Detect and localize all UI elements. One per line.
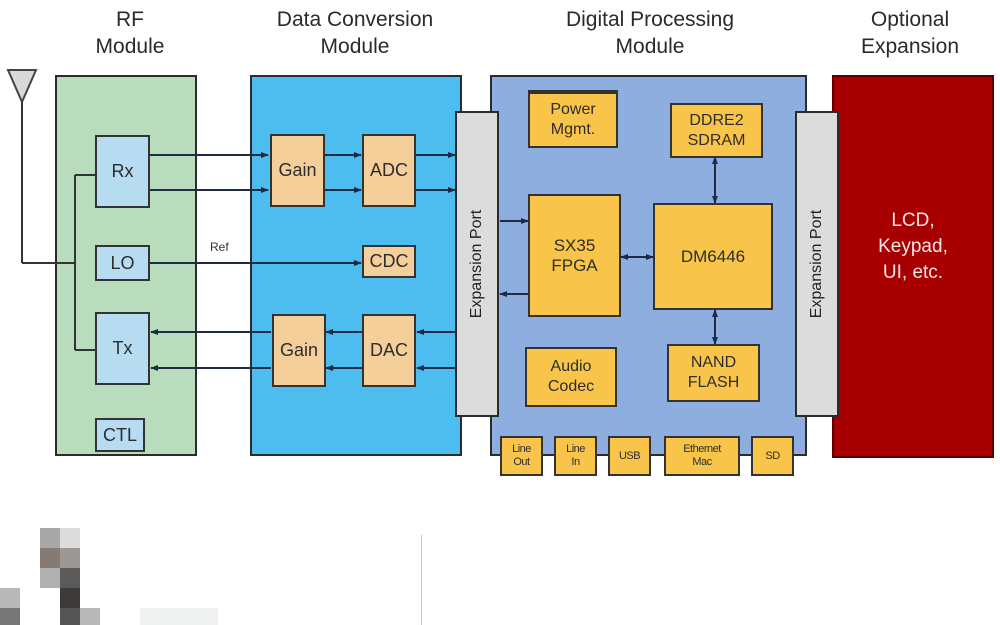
usb-port: USB <box>608 436 651 476</box>
rx-block: Rx <box>95 135 150 208</box>
ref-label: Ref <box>210 240 229 254</box>
ctl-block: CTL <box>95 418 145 452</box>
lo-block: LO <box>95 245 150 281</box>
blurred-image-fragment <box>0 528 218 625</box>
data-conversion-module-title: Data Conversion Module <box>276 8 434 58</box>
dac-block: DAC <box>362 314 416 387</box>
optional-expansion-title: Optional Expansion <box>860 8 960 58</box>
vertical-divider <box>421 535 422 625</box>
sd-port: SD <box>751 436 794 476</box>
data-conversion-module <box>250 75 462 456</box>
expansion-port-right: Expansion Port <box>795 111 839 417</box>
expansion-port-left: Expansion Port <box>455 111 499 417</box>
antenna-icon <box>6 69 38 105</box>
tx-gain-block: Gain <box>272 314 326 387</box>
rf-module-title: RF Module <box>95 8 165 58</box>
rx-gain-block: Gain <box>270 134 325 207</box>
optional-expansion-label: LCD, Keypad, UI, etc. <box>878 210 948 283</box>
adc-block: ADC <box>362 134 416 207</box>
tx-block: Tx <box>95 312 150 385</box>
cdc-block: CDC <box>362 245 416 278</box>
dm6446-processor-block: DM6446 <box>653 203 773 310</box>
digital-processing-module-title: Digital Processing Module <box>565 8 735 58</box>
